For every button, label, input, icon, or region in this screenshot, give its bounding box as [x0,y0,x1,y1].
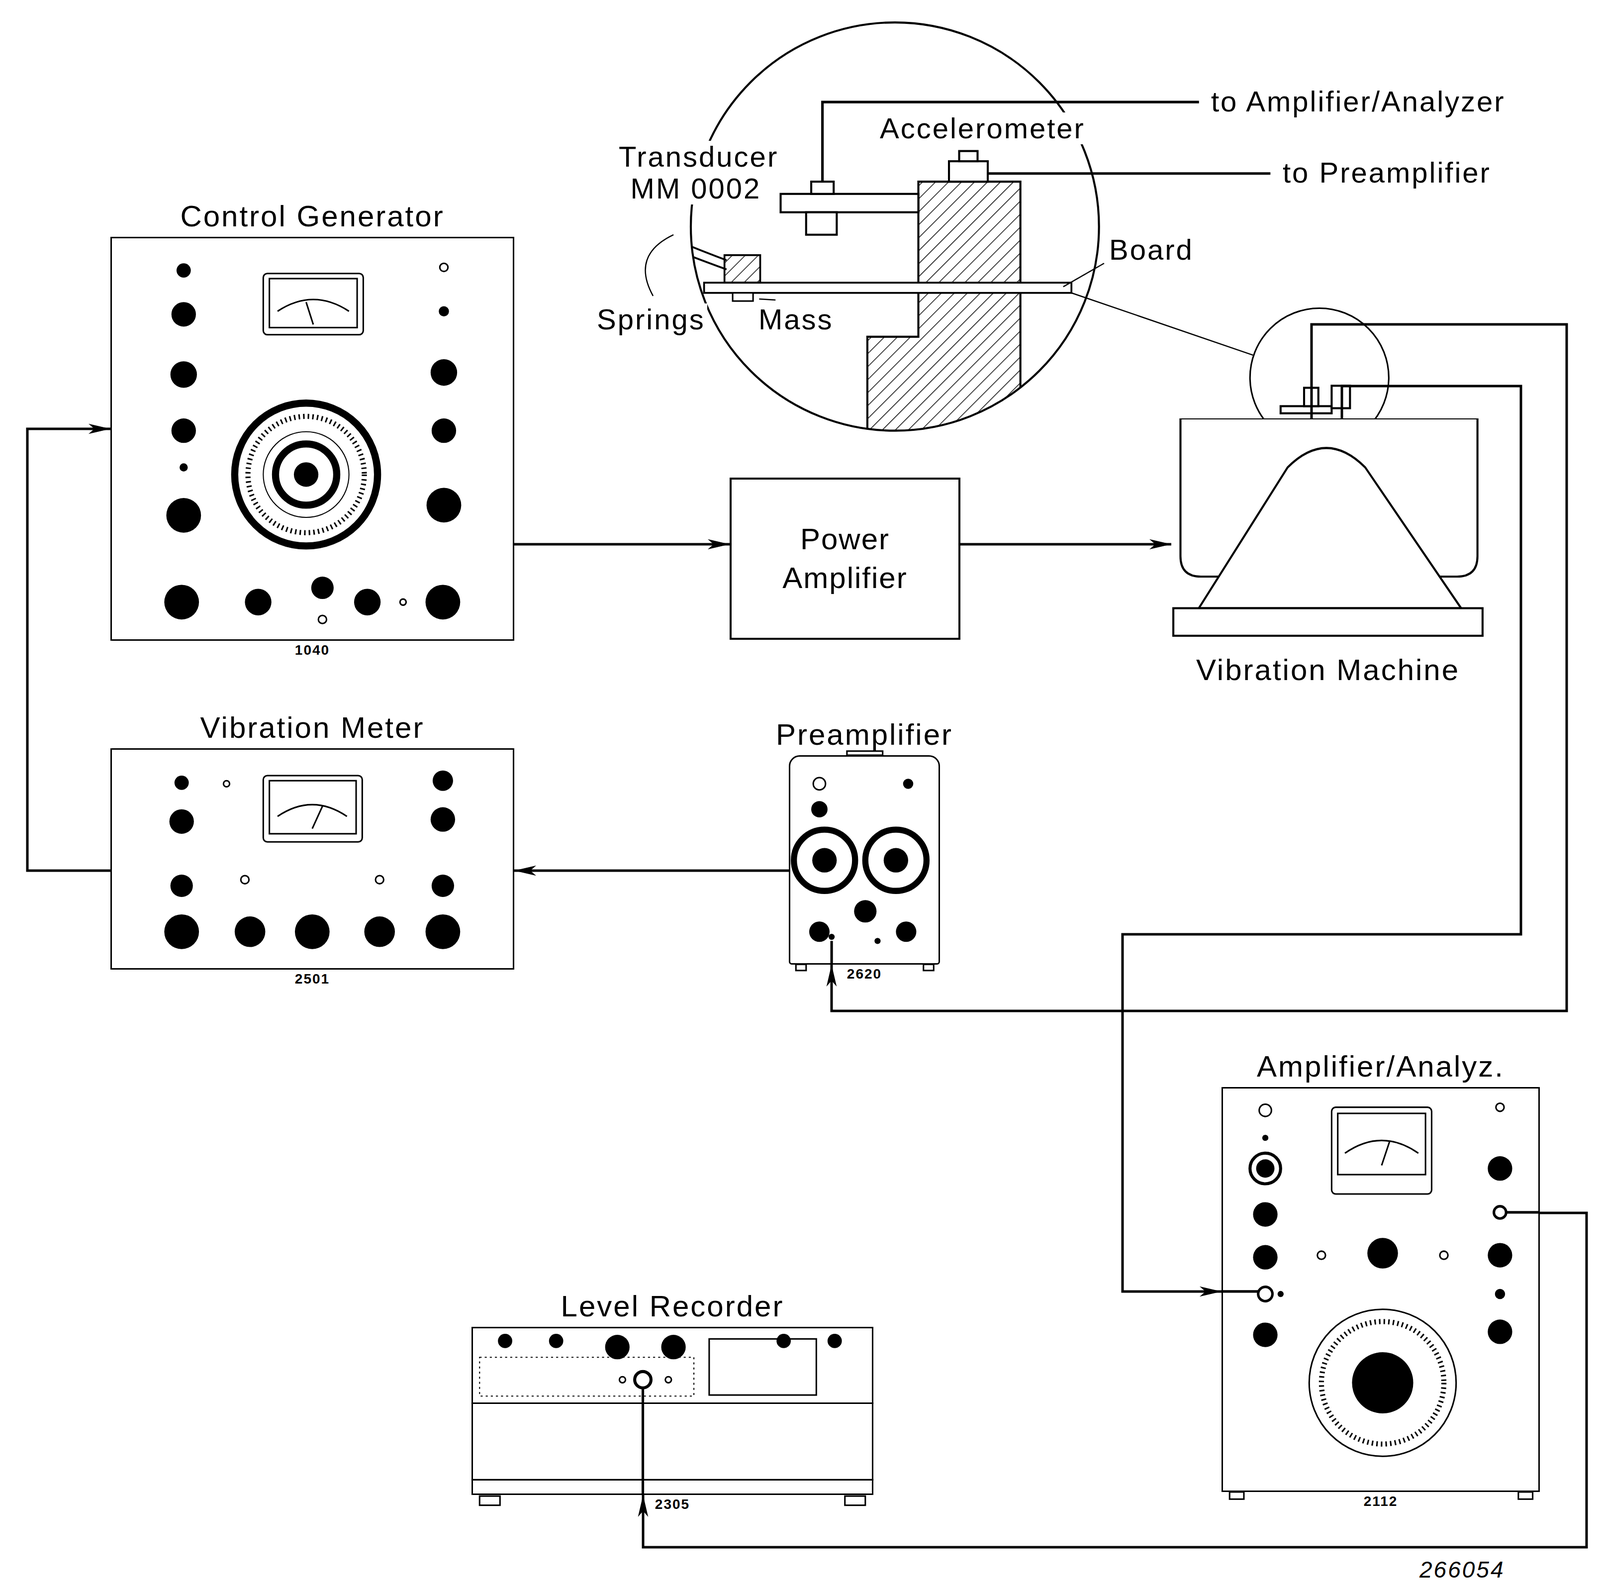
unit-heading: Control Generator [180,198,445,234]
power-amplifier-box: Power Amplifier [729,477,961,640]
part-label: Board [1107,233,1196,266]
preamplifier-panel: Preamplifier2620 [788,754,941,965]
model-number: 2112 [1363,1493,1399,1509]
unit-heading: Vibration Meter [200,710,425,745]
vibration-machine-shape [1171,418,1485,638]
signal-line [960,543,1172,546]
control-generator-panel: Control Generator1040 [110,236,515,641]
signal-line [643,1212,1587,1547]
model-number: 2501 [294,970,330,987]
model-number: 1040 [294,642,330,659]
unit-heading: Level Recorder [561,1288,785,1323]
model-number: 2305 [655,1496,690,1512]
signal-line [831,324,1567,1011]
part-label: Springs [594,303,708,336]
unit-heading: Amplifier/Analyz. [1256,1048,1505,1084]
part-label: Transducer MM 0002 [616,140,775,205]
box-label: Power Amplifier [762,519,928,598]
level-recorder-panel: Level Recorder2305 [471,1326,874,1495]
drawing-number: 266054 [1417,1556,1507,1583]
part-label: Mass [756,303,836,336]
amplifier-analyzer-panel: Amplifier/Analyz.2112 [1221,1086,1540,1492]
signal-label: to Amplifier/Analyzer [1209,85,1508,118]
vibration-meter-panel: Vibration Meter2501 [110,748,515,970]
signal-label: to Preamplifier [1280,156,1494,189]
signal-line [1122,385,1521,1292]
unit-heading: Preamplifier [775,717,953,752]
signal-line [514,869,789,872]
unit-heading: Vibration Machine [1196,652,1460,687]
vibration-machine: Vibration Machine [1171,418,1485,638]
model-number: 2620 [847,965,882,982]
part-label: Accelerometer [877,112,1088,145]
signal-line [27,428,111,871]
signal-line [514,543,730,546]
